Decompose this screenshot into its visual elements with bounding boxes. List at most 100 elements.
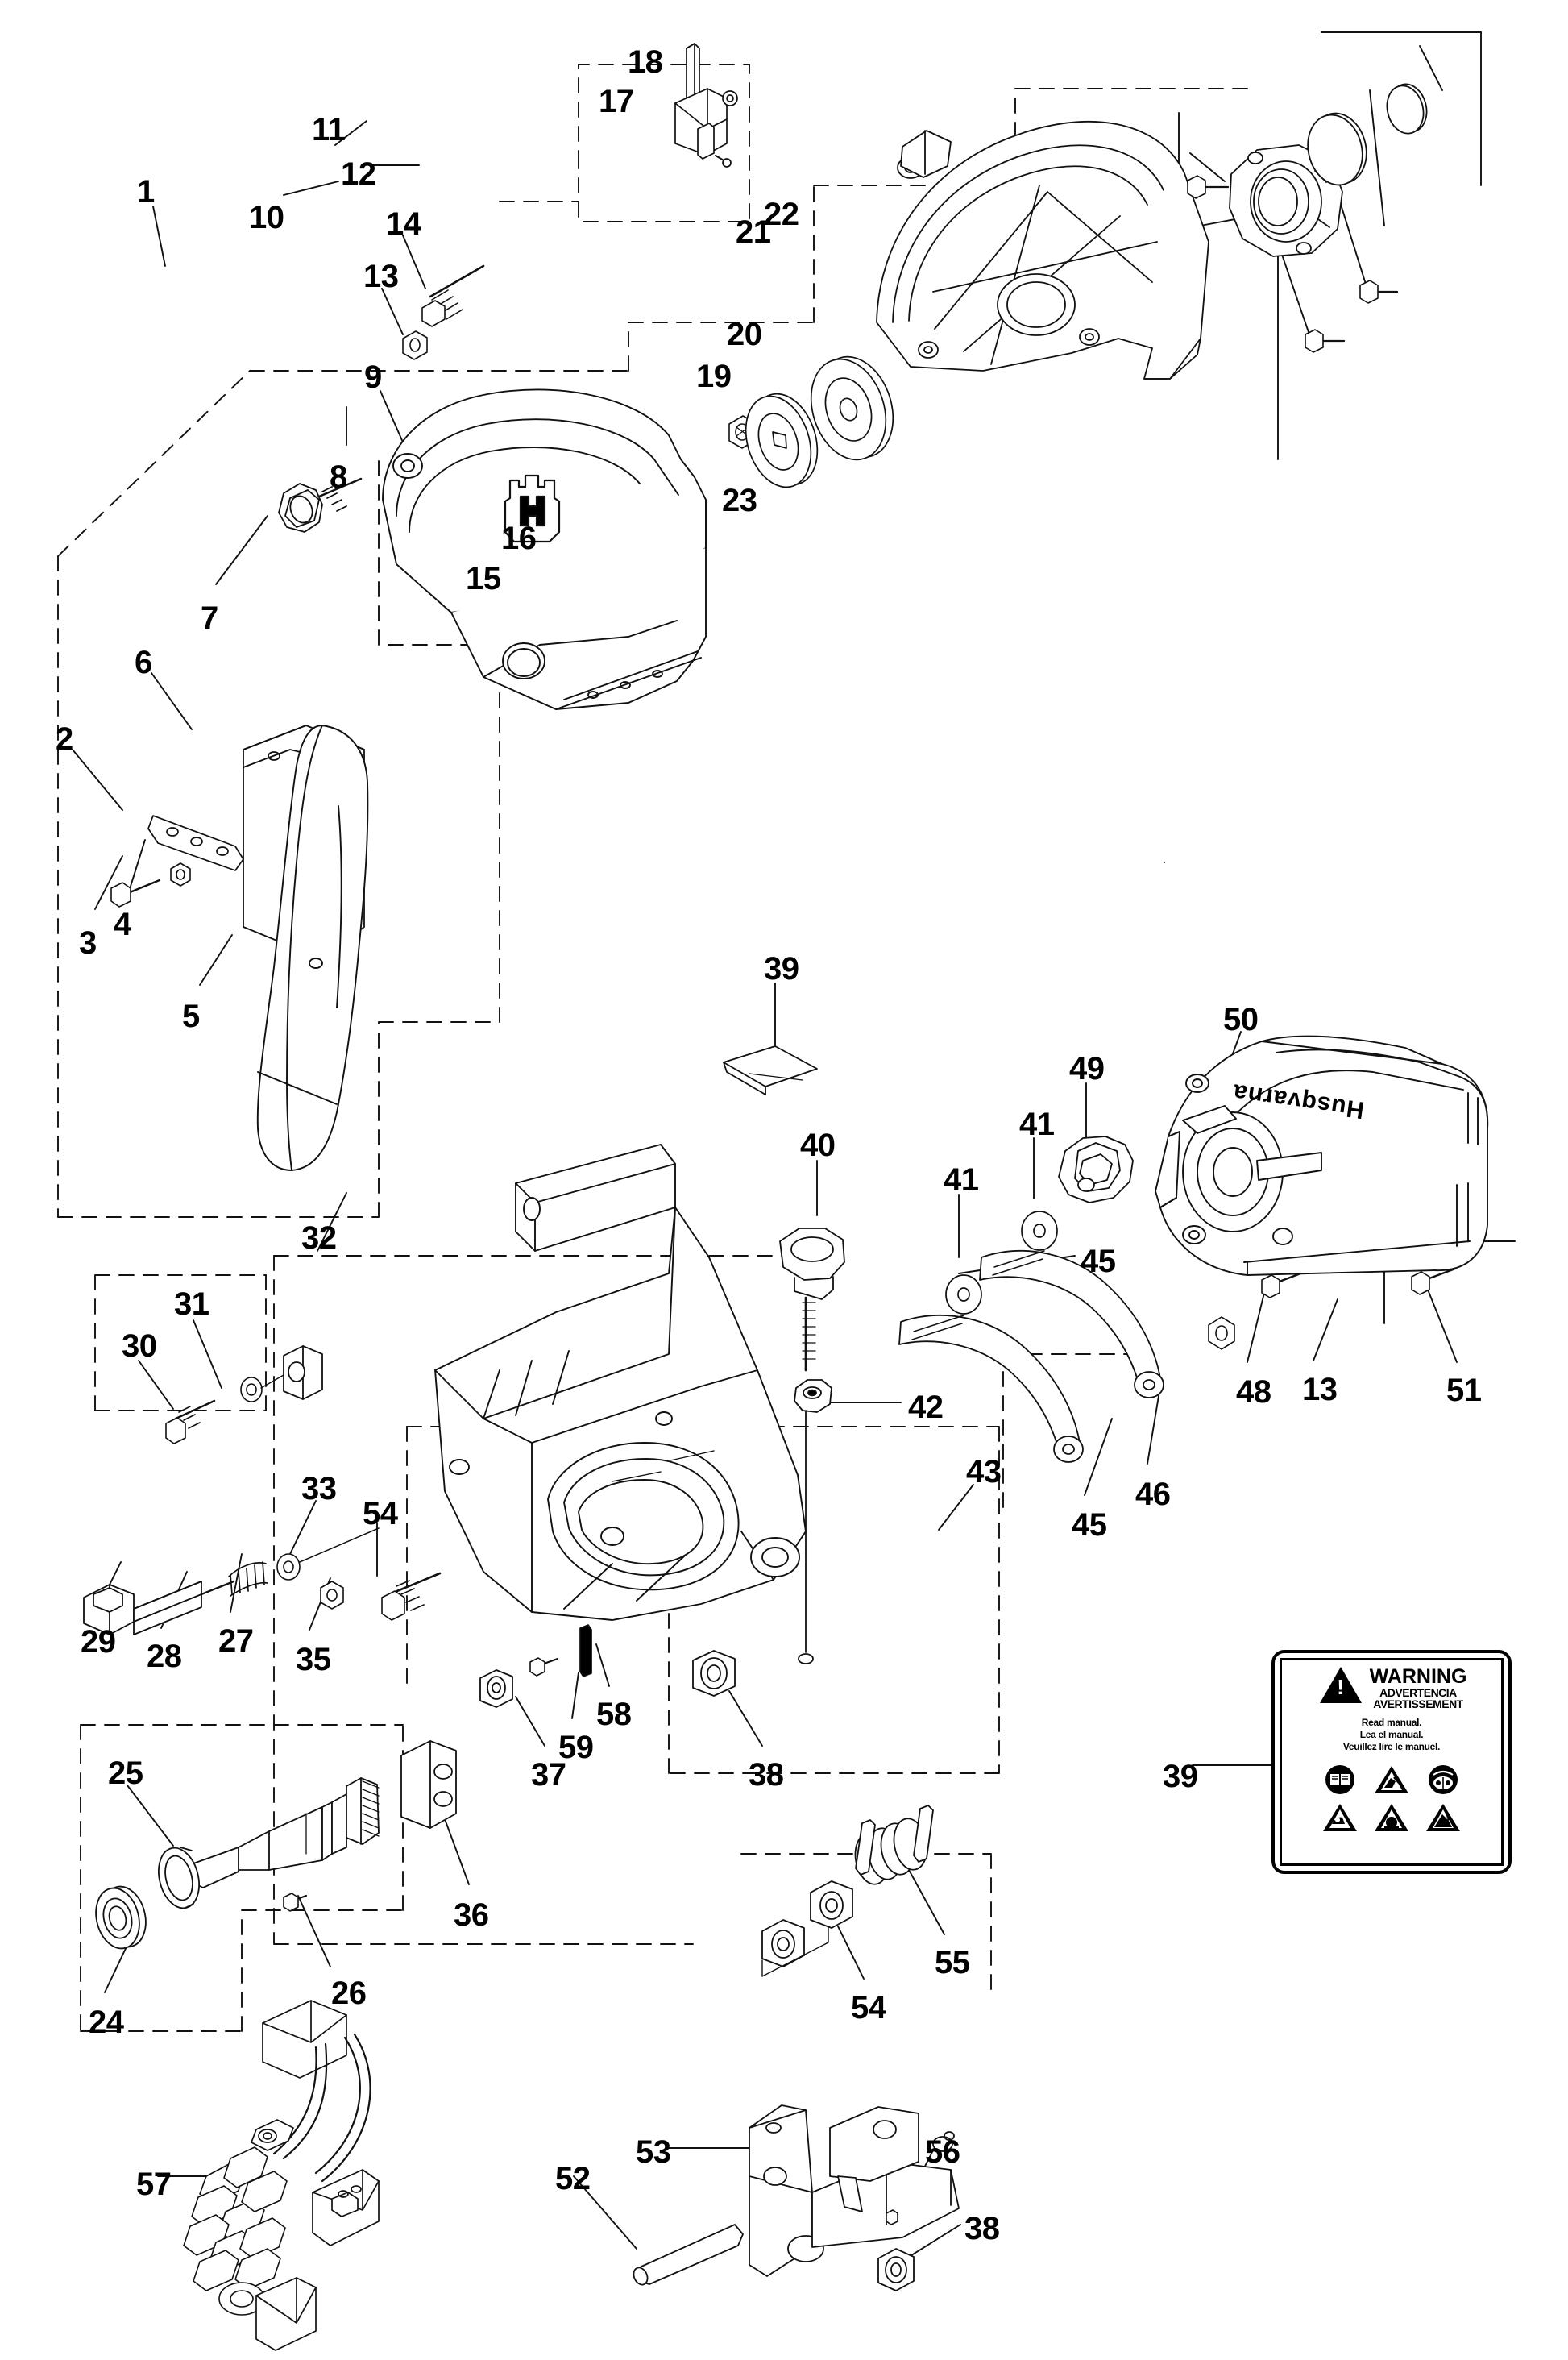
part-5-dust-shroud bbox=[256, 725, 369, 1171]
callout-number-22: 22 bbox=[764, 197, 799, 232]
callout-number-58: 58 bbox=[596, 1697, 632, 1732]
callout-number-13: 13 bbox=[1302, 1372, 1338, 1407]
decal-title-es: ADVERTENCIA bbox=[1379, 1686, 1457, 1699]
callout-number-39: 39 bbox=[764, 951, 799, 987]
decal-title-en: WARNING bbox=[1369, 1665, 1467, 1688]
warning-triangle-icon bbox=[1319, 1667, 1362, 1703]
callout-number-38: 38 bbox=[749, 1757, 784, 1793]
part-51-screw bbox=[1411, 1267, 1457, 1295]
callout-number-7: 7 bbox=[201, 600, 218, 636]
part-29-brush-holder bbox=[83, 1580, 235, 1635]
callout-number-54: 54 bbox=[363, 1496, 398, 1531]
part-38b-bushing bbox=[877, 2248, 915, 2291]
part-20-washer bbox=[1359, 280, 1399, 304]
callout-number-14: 14 bbox=[386, 206, 421, 242]
callout-number-25: 25 bbox=[108, 1755, 143, 1791]
part-13-nut bbox=[402, 330, 428, 360]
callout-number-27: 27 bbox=[218, 1623, 254, 1659]
wear-eye-protection-icon bbox=[1317, 1800, 1363, 1835]
callout-number-53: 53 bbox=[636, 2134, 671, 2170]
callout-number-19: 19 bbox=[696, 359, 732, 394]
part-14-screw bbox=[421, 264, 485, 327]
callout-number-29: 29 bbox=[81, 1624, 116, 1660]
callout-number-20: 20 bbox=[727, 317, 762, 352]
callout-number-26: 26 bbox=[331, 1976, 367, 2011]
part-17-gear-housing bbox=[876, 120, 1209, 380]
part-23-bearing-cap bbox=[1229, 144, 1343, 257]
callout-number-52: 52 bbox=[555, 2161, 591, 2196]
callout-number-6: 6 bbox=[135, 645, 152, 680]
part-54a-screw bbox=[381, 1572, 442, 1621]
part-50-motor-housing: Husqvarna bbox=[1155, 1035, 1489, 1276]
callout-number-42: 42 bbox=[908, 1390, 944, 1425]
part-27-washer bbox=[276, 1553, 301, 1581]
part-39-decal-small bbox=[723, 1045, 818, 1095]
callout-number-35: 35 bbox=[296, 1642, 331, 1677]
callout-number-46: 46 bbox=[1135, 1477, 1171, 1512]
part-snap-ring bbox=[158, 1847, 200, 1909]
part-28-spring bbox=[228, 1561, 268, 1597]
part-24-bearing bbox=[95, 1885, 147, 1950]
callout-number-17: 17 bbox=[599, 84, 634, 119]
part-37-bushing bbox=[479, 1669, 513, 1708]
part-4-nut bbox=[170, 862, 191, 887]
callout-number-18: 18 bbox=[628, 44, 663, 80]
part-16-outer-flange bbox=[810, 355, 894, 461]
part-25-spindle bbox=[193, 1777, 380, 1888]
wear-hearing-protection-icon bbox=[1369, 1800, 1414, 1835]
callout-number-16: 16 bbox=[501, 521, 537, 556]
part-21-seal bbox=[1307, 112, 1367, 186]
callout-number-4: 4 bbox=[114, 907, 131, 942]
part-15-inner-flange bbox=[745, 393, 819, 488]
decal-body-en: Read manual. bbox=[1361, 1717, 1422, 1728]
callout-number-48: 48 bbox=[1236, 1374, 1271, 1410]
decal-title-fr: AVERTISSEMENT bbox=[1373, 1697, 1463, 1710]
part-55-spring bbox=[854, 1805, 934, 1885]
part-56-screw bbox=[886, 2209, 899, 2225]
part-48-nut bbox=[1208, 1316, 1235, 1350]
part-45-link-arm-a bbox=[898, 1315, 1084, 1463]
part-18-screw bbox=[1187, 175, 1230, 199]
callout-number-40: 40 bbox=[800, 1128, 836, 1163]
part-32-chassis bbox=[434, 1144, 807, 1621]
callout-number-1: 1 bbox=[137, 174, 155, 210]
callout-number-3: 3 bbox=[79, 925, 97, 961]
callout-number-2: 2 bbox=[56, 721, 73, 757]
part-3-screw bbox=[110, 879, 161, 908]
warning-decal: WARNING ADVERTENCIA AVERTISSEMENT Read m… bbox=[1271, 1650, 1512, 1874]
callout-number-41: 41 bbox=[944, 1162, 979, 1198]
callout-number-12: 12 bbox=[341, 156, 376, 192]
callout-number-36: 36 bbox=[454, 1897, 489, 1933]
callout-number-50: 50 bbox=[1223, 1002, 1259, 1037]
part-58-key bbox=[579, 1624, 592, 1677]
callout-number-56: 56 bbox=[925, 2134, 960, 2170]
callout-number-49: 49 bbox=[1069, 1051, 1105, 1087]
part-59-pin bbox=[529, 1657, 559, 1677]
part-8-blade-guard bbox=[382, 388, 707, 710]
decal-body-fr: Veuillez lire le manuel. bbox=[1342, 1741, 1441, 1752]
wear-respirator-icon bbox=[1421, 1762, 1466, 1797]
callout-number-28: 28 bbox=[147, 1639, 182, 1674]
part-30-screw bbox=[165, 1399, 216, 1444]
part-42-knob-nut bbox=[794, 1379, 832, 1413]
part-38a-bushing bbox=[692, 1650, 736, 1697]
callout-number-9: 9 bbox=[364, 359, 382, 395]
callout-number-51: 51 bbox=[1446, 1373, 1482, 1408]
callout-number-45: 45 bbox=[1081, 1244, 1116, 1279]
callout-number-30: 30 bbox=[122, 1328, 157, 1364]
part-41-washer-a bbox=[945, 1274, 982, 1315]
part-36-bracket bbox=[400, 1740, 457, 1829]
part-19-screw bbox=[1305, 329, 1346, 353]
callout-number-38: 38 bbox=[964, 2211, 1000, 2246]
part-45-link-arm-b bbox=[979, 1250, 1164, 1398]
callout-number-39: 39 bbox=[1163, 1759, 1198, 1794]
callout-number-8: 8 bbox=[330, 459, 347, 495]
part-53-guide-bracket bbox=[749, 2104, 960, 2277]
part-33-clamp bbox=[283, 1345, 323, 1400]
part-26-screw bbox=[283, 1893, 308, 1912]
callout-number-15: 15 bbox=[466, 561, 501, 596]
part-7-knob bbox=[278, 477, 363, 533]
flying-debris-icon bbox=[1421, 1800, 1466, 1835]
